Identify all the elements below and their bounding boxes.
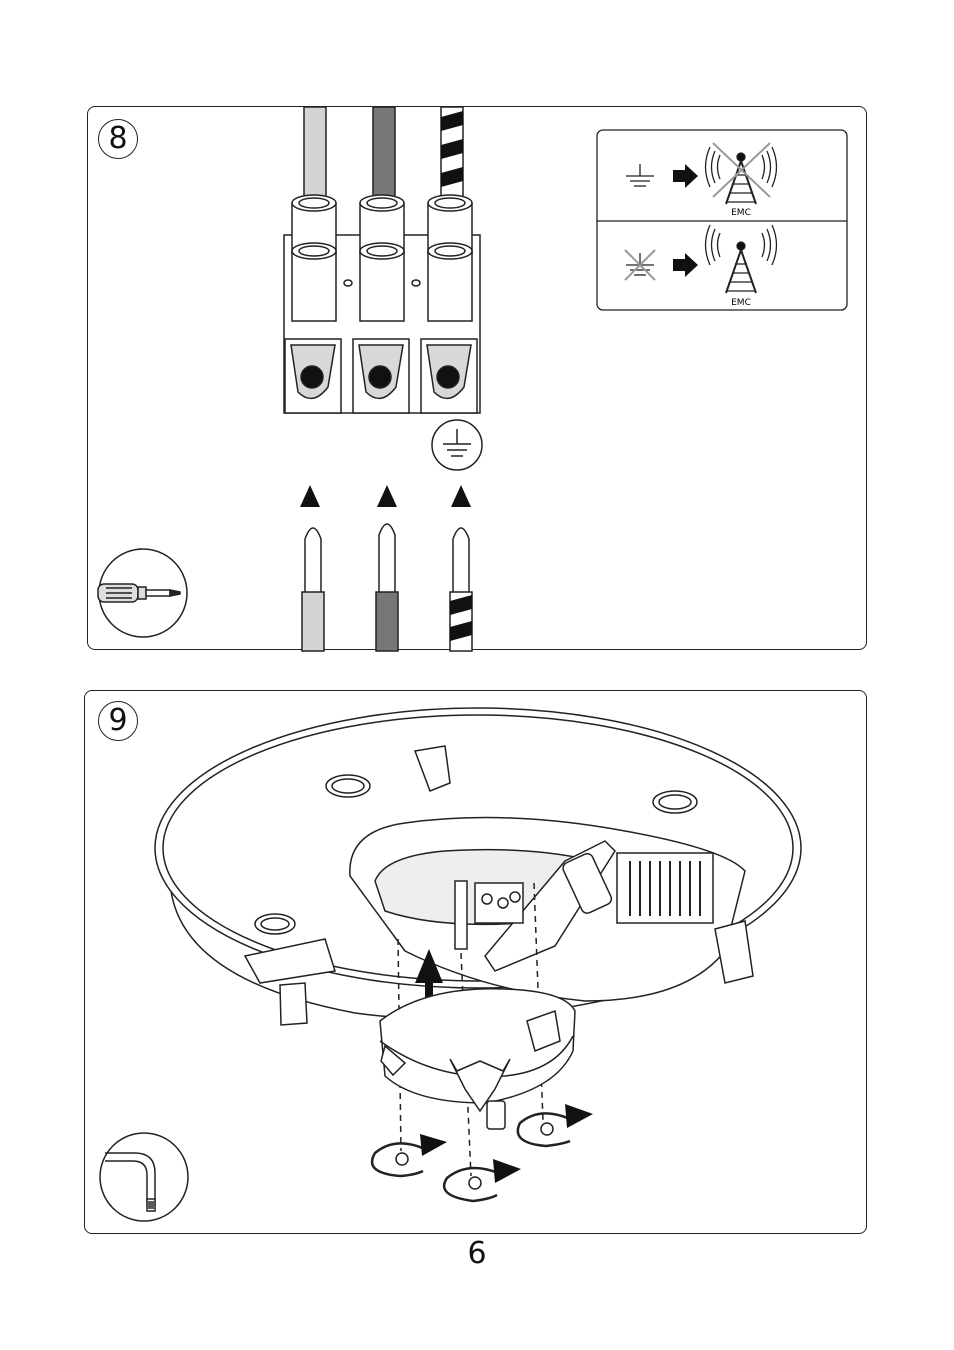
wiring-illustration: EMC EMC	[88, 107, 868, 651]
mounting-illustration	[85, 691, 868, 1235]
earth-ground-icon	[432, 420, 482, 470]
terminal-block	[284, 195, 480, 413]
canopy-cap	[380, 989, 575, 1129]
screwdriver-icon	[98, 549, 187, 637]
stripped-wires	[302, 524, 472, 651]
emc-info-box: EMC EMC	[597, 130, 847, 310]
page-number: 6	[0, 1236, 954, 1271]
emc-label-2: EMC	[731, 298, 751, 308]
emc-label-1: EMC	[731, 208, 751, 218]
step-8-panel: 8	[87, 106, 867, 650]
step-9-panel: 9	[84, 690, 867, 1234]
insert-arrows	[300, 485, 471, 507]
earth-wire-top	[441, 107, 463, 199]
screws	[396, 1123, 553, 1189]
hex-key-icon	[100, 1133, 188, 1221]
earth-symbol-crossed-icon	[625, 250, 655, 280]
rotation-arrowheads	[420, 1104, 593, 1183]
